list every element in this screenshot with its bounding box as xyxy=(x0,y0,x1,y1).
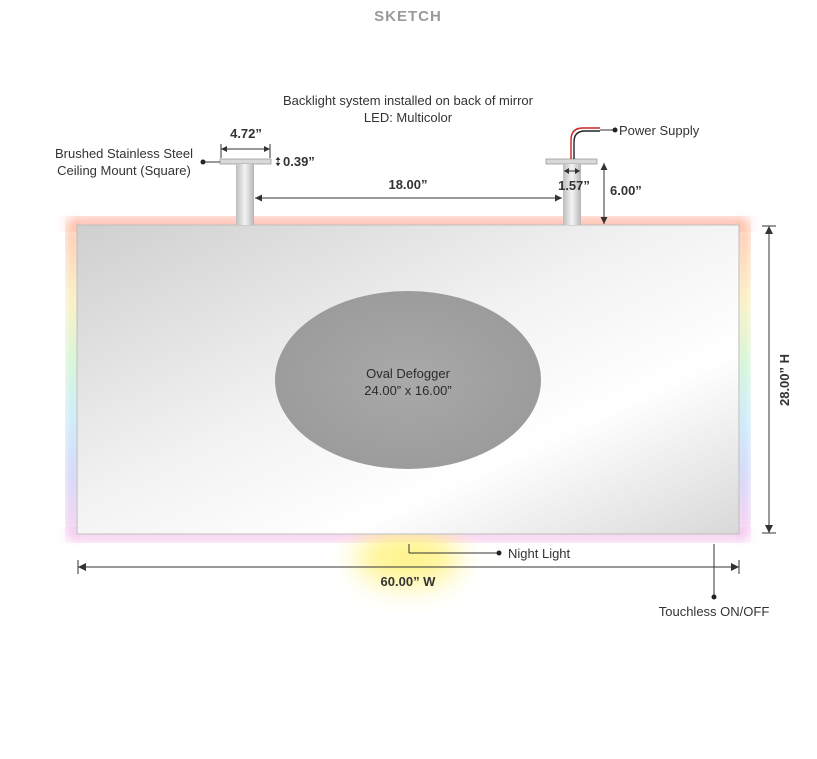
touchless-leader xyxy=(711,544,717,600)
post-width-label: 1.57” xyxy=(558,178,590,193)
plate-width-label: 4.72” xyxy=(230,126,262,141)
touchless-label: Touchless ON/OFF xyxy=(659,604,770,619)
mount-label-2: Ceiling Mount (Square) xyxy=(57,163,191,178)
plate-thickness-label: 0.39” xyxy=(283,154,315,169)
power-supply-label: Power Supply xyxy=(619,123,700,138)
dimension-mount-height xyxy=(600,163,608,224)
page-title: SKETCH xyxy=(374,8,442,25)
defogger-size: 24.00” x 16.00” xyxy=(364,383,451,398)
dimension-post-width xyxy=(564,168,580,174)
night-light-label: Night Light xyxy=(508,546,571,561)
dimension-plate-width xyxy=(220,144,271,158)
mirror-height-label: 28.00” H xyxy=(777,354,792,406)
power-cable xyxy=(570,127,618,159)
dimension-mirror-width xyxy=(77,560,740,574)
backlight-label: Backlight system installed on back of mi… xyxy=(283,93,534,108)
oval-defogger xyxy=(275,291,541,469)
night-light-glow xyxy=(356,530,460,586)
mirror-width-label: 60.00” W xyxy=(381,574,437,589)
dimension-mirror-height xyxy=(762,225,776,534)
dimension-plate-thickness xyxy=(275,157,281,166)
mount-spacing-label: 18.00” xyxy=(388,177,427,192)
mount-height-label: 6.00” xyxy=(610,183,642,198)
dimension-mount-spacing xyxy=(255,194,562,202)
night-light-leader xyxy=(408,544,502,556)
led-label: LED: Multicolor xyxy=(364,110,453,125)
defogger-label: Oval Defogger xyxy=(366,366,450,381)
left-ceiling-mount xyxy=(219,158,272,225)
mount-label: Brushed Stainless Steel xyxy=(55,146,193,161)
